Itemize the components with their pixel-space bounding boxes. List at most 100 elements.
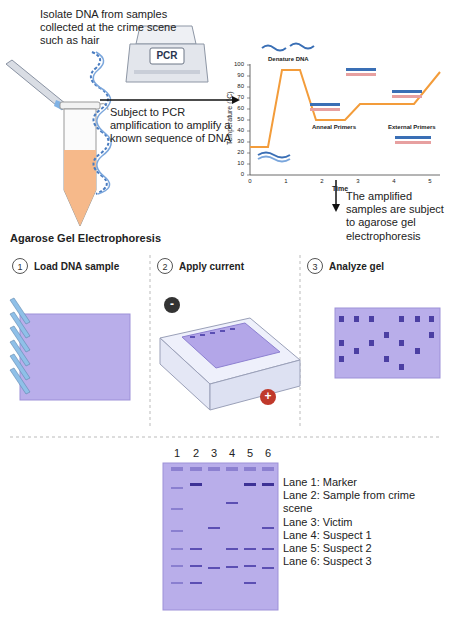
thermal-graph xyxy=(250,64,251,175)
dna-band xyxy=(244,565,256,567)
thermal-graph xyxy=(250,70,440,147)
dna-band xyxy=(171,548,183,550)
dna-band xyxy=(429,332,434,338)
label: 90 xyxy=(224,72,244,79)
label: 4 xyxy=(388,178,400,185)
dna-band xyxy=(200,334,205,336)
label: Lane 4: Suspect 1 xyxy=(283,529,443,542)
dna-band xyxy=(244,548,256,550)
step-number: 1 xyxy=(12,258,28,274)
dna-band xyxy=(262,483,274,486)
dna-band xyxy=(262,527,274,529)
label: Lane 5: Suspect 2 xyxy=(283,542,443,555)
dna-band xyxy=(247,65,250,66)
electrode-sign: - xyxy=(164,297,180,312)
dna-band xyxy=(190,336,195,338)
dna-band xyxy=(226,502,238,504)
dna-band xyxy=(244,467,256,471)
gel-loading xyxy=(10,326,30,352)
label: 5 xyxy=(244,447,256,460)
step-number: 3 xyxy=(307,258,323,274)
label: Subject to PCR amplification to amplify … xyxy=(110,106,232,146)
dna-band xyxy=(369,316,374,322)
dna-band xyxy=(262,467,274,471)
electrode-sign: + xyxy=(260,389,276,404)
gel-loading xyxy=(10,298,30,394)
thermal-graph xyxy=(250,175,440,176)
dna-band xyxy=(210,332,215,334)
dna-band xyxy=(339,340,344,346)
flow-arrow xyxy=(335,180,337,210)
dna-band xyxy=(226,548,238,550)
section-divider xyxy=(10,437,440,438)
label: External Primers xyxy=(388,124,448,131)
machine-label: PCR xyxy=(150,48,184,64)
dna-band xyxy=(247,153,250,154)
dna-band xyxy=(190,483,202,486)
step-title: Apply current xyxy=(179,261,244,272)
step-marker: 2 Apply current xyxy=(157,258,244,274)
thermal-graph xyxy=(310,108,340,111)
dna-band xyxy=(415,316,420,322)
positive-electrode: + xyxy=(260,389,276,405)
label: 60 xyxy=(224,105,244,112)
dna-band xyxy=(244,582,256,584)
dna-band xyxy=(262,567,274,569)
gel-loading xyxy=(20,314,130,400)
label: 50 xyxy=(224,116,244,123)
dna-band xyxy=(230,328,235,330)
label: 0 xyxy=(224,171,244,178)
thermal-graph xyxy=(392,90,422,93)
dna-band xyxy=(247,131,250,132)
dna-band xyxy=(208,527,220,529)
electrophoresis-chamber xyxy=(260,389,276,405)
thermal-graph xyxy=(395,141,431,144)
dna-band xyxy=(262,548,274,550)
label: 1 xyxy=(280,178,292,185)
gel-loading xyxy=(10,298,30,324)
result-gel xyxy=(163,463,278,610)
dna-band xyxy=(208,567,220,569)
label: Denature DNA xyxy=(268,56,328,63)
dna-band xyxy=(171,508,183,510)
label: Lane 2: Sample from crime scene xyxy=(283,489,443,515)
dna-band xyxy=(247,120,250,121)
thermal-graph xyxy=(250,44,440,176)
dna-band xyxy=(171,467,183,471)
label: 70 xyxy=(224,94,244,101)
electrophoresis-chamber xyxy=(160,297,300,410)
label: 5 xyxy=(424,178,436,185)
pcr-screen: PCR xyxy=(150,48,184,64)
thermal-graph xyxy=(392,95,422,98)
dna-band xyxy=(429,316,434,322)
label: Lane 6: Suspect 3 xyxy=(283,555,443,568)
label: Lane 3: Victim xyxy=(283,516,443,529)
dna-band xyxy=(226,467,238,471)
label: Lane 1: Marker xyxy=(283,476,443,489)
sample-tube xyxy=(64,109,96,226)
thermal-graph xyxy=(346,73,376,76)
gel-loading xyxy=(10,340,30,366)
label: 6 xyxy=(262,447,274,460)
electrophoresis-chamber xyxy=(164,297,180,313)
label: 4 xyxy=(226,447,238,460)
analyzed-gel xyxy=(335,308,440,378)
thermal-graph xyxy=(310,103,340,106)
dna-band xyxy=(190,467,202,471)
dna-band xyxy=(399,316,404,322)
label: 2 xyxy=(190,447,202,460)
gel-loading xyxy=(10,298,130,400)
label: 30 xyxy=(224,138,244,145)
dna-band xyxy=(247,76,250,77)
dna-band xyxy=(171,487,183,489)
electrophoresis-chamber xyxy=(210,360,300,410)
dna-band xyxy=(171,530,183,532)
dna-band xyxy=(247,87,250,88)
dna-band xyxy=(171,582,183,584)
sample-tube xyxy=(60,102,100,109)
dna-band xyxy=(415,348,420,354)
dna-strand xyxy=(93,52,111,194)
label: 3 xyxy=(352,178,364,185)
step-number: 2 xyxy=(157,258,173,274)
label: Agarose Gel Electrophoresis xyxy=(10,232,210,245)
